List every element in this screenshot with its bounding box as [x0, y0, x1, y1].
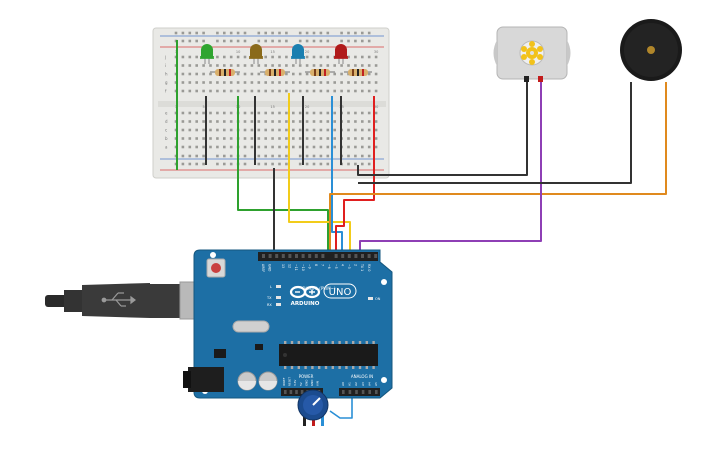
tx-label: TX — [266, 296, 272, 300]
column-number: 15 — [270, 105, 274, 109]
column-number: 5 — [202, 105, 204, 109]
digital-pin-label: 2 — [354, 264, 358, 266]
row-letter: a — [165, 145, 168, 150]
row-letter: e — [165, 111, 168, 116]
power-jack — [188, 367, 224, 392]
resistor-4[interactable] — [344, 69, 372, 76]
digital-pin-label: ~6 — [327, 264, 331, 269]
row-letter: c — [165, 128, 167, 133]
column-number: 10 — [236, 50, 240, 54]
column-number: 30 — [374, 105, 378, 109]
power-pin-label: VIN — [316, 381, 320, 386]
analog-pin-label: A1 — [348, 382, 352, 386]
wire-black-buzzer — [358, 82, 632, 184]
dc-motor[interactable] — [493, 26, 571, 82]
reset-button[interactable] — [206, 258, 226, 278]
power-pin-label: IOREF — [282, 377, 286, 386]
row-letter: h — [165, 72, 168, 77]
atmega-chip — [279, 344, 378, 366]
rx-label: RX — [267, 303, 272, 307]
power-pin-label: RESET — [288, 377, 292, 386]
wires — [176, 40, 667, 419]
column-number: 20 — [305, 50, 309, 54]
digital-pin-label: ~10 — [301, 264, 305, 271]
wire-green — [237, 96, 329, 252]
resistor-1[interactable] — [210, 69, 240, 76]
row-letter: g — [165, 80, 168, 85]
leds — [200, 44, 348, 64]
capacitors — [237, 371, 278, 391]
power-label: POWER — [299, 374, 314, 379]
digital-pin-label: 4 — [340, 264, 344, 266]
header-pin-label: AREF — [261, 264, 265, 272]
column-number: 15 — [270, 50, 274, 54]
row-letter: d — [165, 119, 168, 124]
wire-yellow — [288, 93, 351, 252]
digital-header — [258, 252, 378, 261]
yellow-led[interactable] — [249, 44, 263, 64]
row-letter: f — [165, 89, 167, 94]
row-letter: i — [165, 63, 166, 68]
chip-pins — [284, 341, 375, 369]
row-letter: b — [165, 136, 168, 141]
column-number: 30 — [374, 50, 378, 54]
digital-pin-label: 8 — [314, 264, 318, 266]
potentiometer[interactable] — [297, 389, 329, 426]
l-label: L — [270, 285, 272, 289]
digital-pin-label: ~11 — [294, 264, 298, 271]
digital-pin-label: ~9 — [307, 264, 311, 269]
breadboard-holes — [174, 31, 378, 166]
digital-pin-label: TX 1 — [360, 263, 364, 271]
piezo-buzzer[interactable] — [620, 19, 682, 81]
resistor-2[interactable] — [260, 69, 290, 76]
analog-pin-label: A0 — [341, 382, 345, 386]
wire-blue-pot — [329, 392, 353, 419]
wire-purple — [359, 80, 542, 252]
green-led[interactable] — [200, 44, 214, 64]
breadboard: jihgfedcba115510101515202025253030 — [152, 27, 390, 179]
power-pin-label: GND — [304, 380, 308, 386]
status-leds: L TX RX ON — [266, 285, 381, 307]
analog-pin-label: A2 — [354, 382, 358, 386]
digital-header-pins — [262, 254, 378, 258]
digital-label: DIGITAL (PWM~) — [302, 286, 336, 291]
crystal-oscillator — [232, 320, 270, 333]
digital-pin-label: ~5 — [334, 264, 338, 269]
row-letter: j — [164, 55, 166, 60]
analog-header — [339, 388, 380, 396]
analog-pin-label: A5 — [374, 382, 378, 386]
analog-pin-label: A4 — [367, 382, 371, 386]
motor-shaft-icon — [521, 41, 543, 65]
digital-pin-label: 7 — [321, 264, 325, 266]
wire-black-motor — [357, 80, 528, 176]
digital-pin-label: 12 — [288, 264, 292, 268]
analog-pin-label: A3 — [361, 382, 365, 386]
digital-pin-label: RX 0 — [367, 264, 371, 271]
header-pin-label: GND — [268, 264, 272, 272]
resistor-3[interactable] — [305, 69, 335, 76]
power-pin-label: GND — [310, 380, 314, 386]
model-label: UNO — [329, 287, 352, 298]
power-pin-label: 5V — [299, 382, 303, 386]
red-led[interactable] — [334, 44, 348, 64]
column-number: 20 — [305, 105, 309, 109]
power-pin-label: 3.3V — [293, 380, 297, 386]
usb-icon — [101, 292, 136, 307]
analog-label: ANALOG IN — [351, 374, 373, 379]
resistors — [210, 69, 372, 76]
blue-led[interactable] — [291, 44, 305, 64]
arduino-logo-icon — [289, 285, 321, 299]
digital-pin-label: ~3 — [347, 264, 351, 269]
on-label: ON — [375, 297, 381, 301]
wire-orange — [329, 82, 667, 252]
brand-label: ARDUINO — [291, 301, 320, 307]
digital-pin-label: 13 — [281, 264, 285, 268]
